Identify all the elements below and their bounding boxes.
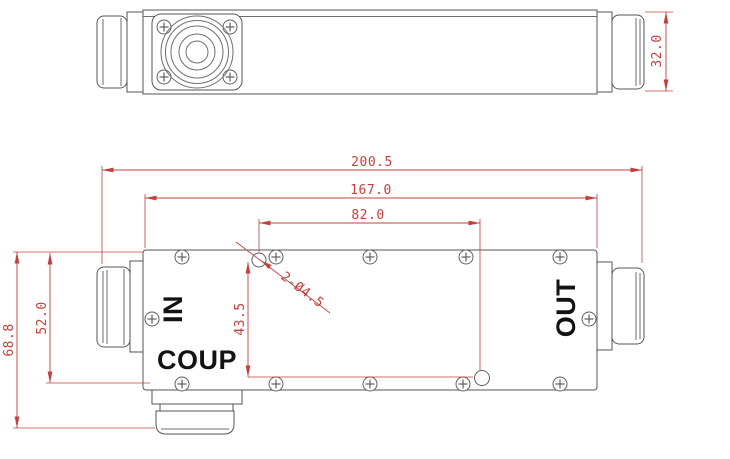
connector-ring [170,25,224,79]
coup-connector-nut [155,410,235,435]
cover-screw [552,249,568,265]
dim-body-length: 167.0 [144,183,598,248]
flange-screw [222,69,238,85]
cover-screw [362,376,378,392]
top-right-connector-nut [611,14,645,90]
flange-screw [222,19,238,35]
cover-screw [268,249,284,265]
cover-screw [268,376,284,392]
cover-screw [362,249,378,265]
top-right-connector-collar [596,11,613,93]
connector-center-pin [185,40,209,64]
coup-connector-step [159,403,234,412]
port-label-in: IN [158,295,188,323]
cover-screw [581,311,597,327]
leader-arrow [262,261,272,269]
connector-ring [165,20,229,84]
cover-screw [552,376,568,392]
coup-connector-flange [151,389,243,405]
dim-hole-spacing-x: 82.0 [258,208,481,370]
connector-ring [160,15,234,89]
dim-hole-spacing-y: 43.5 [233,262,473,378]
dim-text-body-height: 52.0 [35,301,50,334]
dim-body-height: 52.0 [35,253,150,384]
top-view [96,9,645,95]
connector-ring [178,33,216,71]
dim-text-hole-spacing-y: 43.5 [233,302,248,335]
top-left-connector-collar [126,11,144,93]
cover-screw [458,249,474,265]
front-view: IN OUT COUP [96,249,645,435]
port-label-coup: COUP [157,345,237,375]
in-connector-nut [96,266,131,348]
connector-flange-plate [151,13,243,91]
mounting-hole-right [474,370,490,386]
cover-screw [174,249,190,265]
dim-text-overall-height: 68.8 [2,323,17,356]
dim-overall-length: 200.5 [101,155,643,264]
flange-screw [156,19,172,35]
dim-connector-height: 32.0 [645,11,673,92]
dim-text-body-length: 167.0 [350,183,392,198]
dim-text-connector-height: 32.0 [650,34,665,67]
dim-text-overall-length: 200.5 [351,155,393,170]
mounting-hole-left [251,252,267,268]
flange-screw [156,69,172,85]
cover-screw [174,376,190,392]
out-connector-collar [596,261,613,351]
top-left-connector-nut [96,15,128,89]
leader-line [235,241,331,314]
cover-screw [144,311,160,327]
out-connector-nut [611,267,645,345]
dim-text-hole-spacing-x: 82.0 [351,208,384,223]
in-connector-collar [129,260,144,353]
dim-overall-height: 68.8 [2,252,155,429]
cover-screw [455,376,471,392]
port-label-out: OUT [551,279,581,338]
